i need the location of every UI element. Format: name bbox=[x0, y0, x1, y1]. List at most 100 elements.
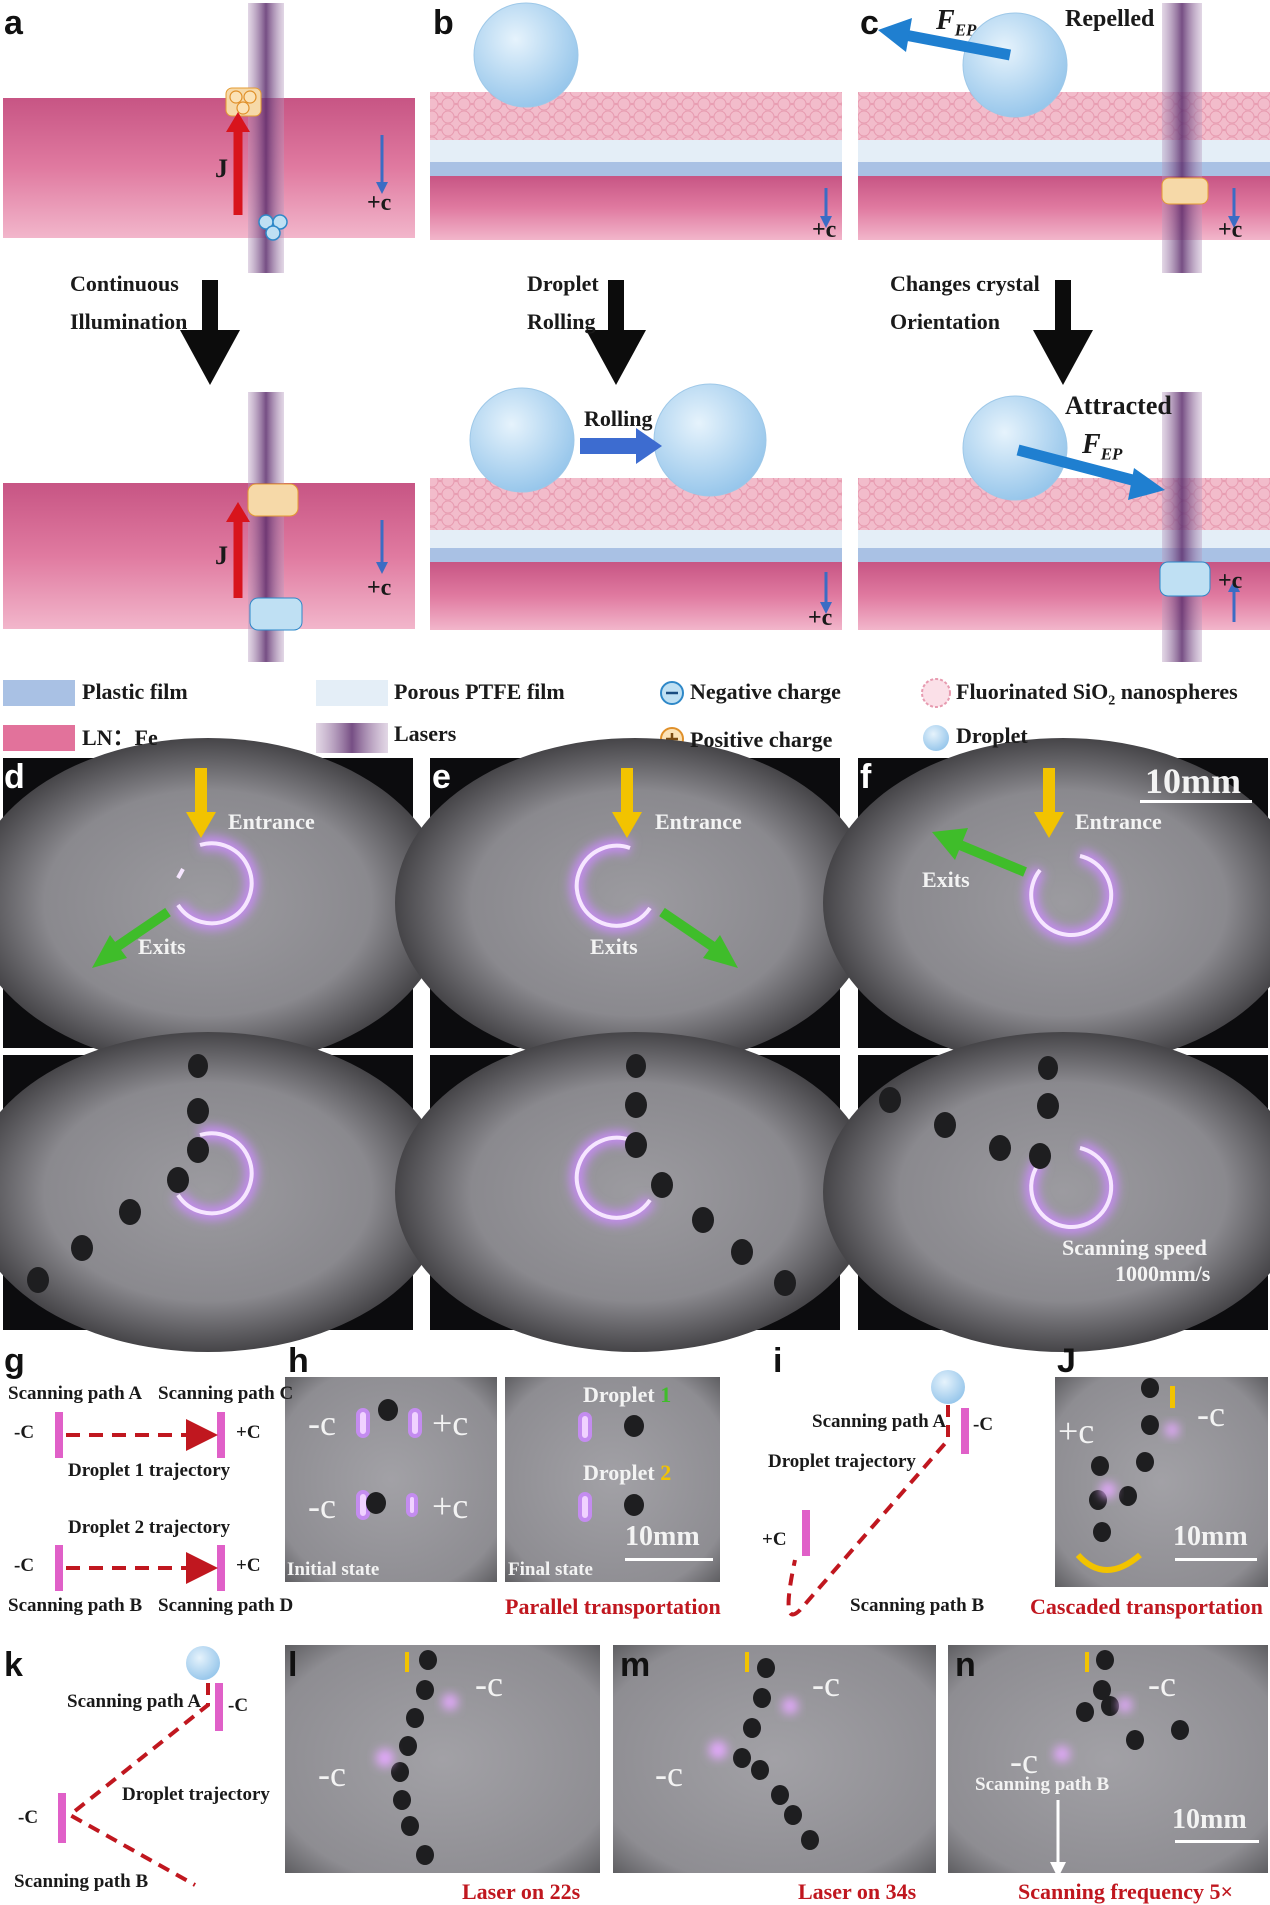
h-plus-c-2: +c bbox=[432, 1486, 469, 1526]
force-label-bottom: FEP bbox=[1082, 429, 1123, 464]
i-path-a: Scanning path A bbox=[812, 1411, 947, 1432]
g-minus-c-1: -C bbox=[14, 1422, 35, 1443]
axis-label-c-bottom: +c bbox=[1218, 568, 1243, 594]
k-minus-c-1: -C bbox=[228, 1695, 249, 1716]
panel-c-step-arrow bbox=[1033, 280, 1093, 385]
legend-plastic-film: Plastic film bbox=[82, 679, 188, 704]
n-minus-c-1: -c bbox=[1148, 1664, 1176, 1704]
panel-a-bottom bbox=[3, 392, 415, 662]
panel-b-step-arrow bbox=[586, 280, 646, 385]
m-minus-c-2: -c bbox=[655, 1754, 683, 1794]
i-path-b: Scanning path B bbox=[850, 1595, 985, 1616]
panel-a-top bbox=[3, 3, 415, 273]
panel-a-step-arrow bbox=[180, 280, 240, 385]
step-c-line2: Orientation bbox=[890, 309, 1000, 334]
panel-label-h: h bbox=[288, 1342, 309, 1380]
panel-label-g: g bbox=[4, 1342, 25, 1380]
panel-j-photo bbox=[1055, 1377, 1268, 1587]
force-label-top: FEP bbox=[936, 5, 977, 40]
n-caption: Scanning frequency 5× bbox=[1018, 1879, 1234, 1904]
panel-label-f: f bbox=[860, 758, 872, 796]
k-trajectory: Droplet trajectory bbox=[122, 1784, 270, 1805]
panel-label-e: e bbox=[432, 758, 451, 796]
n-scale: 10mm bbox=[1172, 1804, 1247, 1835]
panel-b-bottom bbox=[430, 383, 842, 630]
h-droplet-2: Droplet 2 bbox=[583, 1460, 672, 1485]
h-minus-c-2: -c bbox=[308, 1486, 336, 1526]
exits-label-d: Exits bbox=[138, 934, 186, 959]
j-plus-c: +c bbox=[1058, 1411, 1095, 1451]
step-c-line1: Changes crystal bbox=[890, 271, 1040, 296]
step-b-line2: Rolling bbox=[527, 309, 596, 334]
k-minus-c-2: -C bbox=[18, 1807, 39, 1828]
legend-ln-fe: LN：Fe bbox=[82, 725, 158, 750]
g-path-d: Scanning path D bbox=[158, 1595, 294, 1616]
h-initial-state: Initial state bbox=[287, 1559, 380, 1580]
attracted-label: Attracted bbox=[1065, 391, 1172, 420]
j-minus-c: -c bbox=[1197, 1394, 1225, 1434]
legend-positive-charge: Positive charge bbox=[690, 727, 833, 752]
current-label-bottom: J bbox=[215, 541, 228, 570]
panel-label-m: m bbox=[620, 1646, 651, 1684]
photo-d-bottom bbox=[0, 1032, 448, 1352]
g-path-b: Scanning path B bbox=[8, 1595, 143, 1616]
panel-i-diagram bbox=[786, 1370, 969, 1617]
entrance-label-d: Entrance bbox=[228, 809, 315, 834]
panel-h-photo-final bbox=[505, 1377, 720, 1582]
g-plus-c-1: +C bbox=[236, 1422, 261, 1443]
legend-porous-ptfe: Porous PTFE film bbox=[394, 679, 565, 704]
legend-droplet: Droplet bbox=[956, 723, 1028, 748]
axis-label-b-bottom: +c bbox=[808, 605, 833, 631]
panel-label-l: l bbox=[288, 1646, 298, 1684]
panel-label-c: c bbox=[860, 4, 879, 42]
k-path-a: Scanning path A bbox=[67, 1691, 202, 1712]
m-caption: Laser on 34s bbox=[798, 1879, 917, 1904]
k-path-b: Scanning path B bbox=[14, 1871, 149, 1892]
step-a-line2: Illumination bbox=[70, 309, 188, 334]
g-minus-c-2: -C bbox=[14, 1555, 35, 1576]
panel-g-diagram bbox=[55, 1412, 225, 1591]
n-path-b: Scanning path B bbox=[975, 1774, 1110, 1795]
photo-f-top bbox=[823, 738, 1270, 1068]
current-label-top: J bbox=[215, 154, 228, 183]
axis-label-b-top: +c bbox=[812, 217, 837, 243]
rolling-label: Rolling bbox=[584, 406, 653, 431]
l-minus-c-1: -c bbox=[475, 1664, 503, 1704]
h-plus-c-1: +c bbox=[432, 1403, 469, 1443]
photo-e-bottom bbox=[395, 1032, 875, 1352]
panel-label-a: a bbox=[4, 4, 23, 42]
panel-label-j: J bbox=[1057, 1342, 1076, 1380]
panel-c-bottom bbox=[858, 392, 1270, 662]
panel-c-top bbox=[858, 3, 1270, 273]
scale-label-f: 10mm bbox=[1145, 761, 1241, 801]
scanning-speed-line2: 1000mm/s bbox=[1115, 1261, 1211, 1286]
g-trajectory-2: Droplet 2 trajectory bbox=[68, 1517, 231, 1538]
panel-l-photo bbox=[285, 1645, 600, 1873]
panel-label-d: d bbox=[4, 758, 25, 796]
panel-m-photo bbox=[613, 1645, 936, 1873]
photo-d-top bbox=[0, 738, 448, 1068]
scanning-speed-line1: Scanning speed bbox=[1062, 1235, 1207, 1260]
legend-lasers: Lasers bbox=[394, 721, 457, 746]
axis-label-a-top: +c bbox=[367, 190, 392, 216]
j-caption: Cascaded transportation bbox=[1030, 1594, 1263, 1619]
h-scale: 10mm bbox=[625, 1521, 700, 1552]
panel-h-photo-initial bbox=[285, 1377, 497, 1582]
i-plus-c: +C bbox=[762, 1529, 787, 1550]
panel-b-top bbox=[430, 2, 842, 240]
panel-label-b: b bbox=[433, 4, 454, 42]
n-minus-c-2: -c bbox=[1010, 1741, 1038, 1781]
g-path-c: Scanning path C bbox=[158, 1383, 294, 1404]
h-caption: Parallel transportation bbox=[505, 1594, 721, 1619]
h-minus-c-1: -c bbox=[308, 1403, 336, 1443]
repelled-label: Repelled bbox=[1065, 6, 1155, 32]
g-plus-c-2: +C bbox=[236, 1555, 261, 1576]
exits-label-f: Exits bbox=[922, 867, 970, 892]
g-path-a: Scanning path A bbox=[8, 1383, 143, 1404]
photo-e-top bbox=[395, 738, 875, 1068]
entrance-label-e: Entrance bbox=[655, 809, 742, 834]
i-trajectory: Droplet trajectory bbox=[768, 1451, 916, 1472]
legend-swatches bbox=[3, 678, 951, 753]
m-minus-c-1: -c bbox=[812, 1664, 840, 1704]
